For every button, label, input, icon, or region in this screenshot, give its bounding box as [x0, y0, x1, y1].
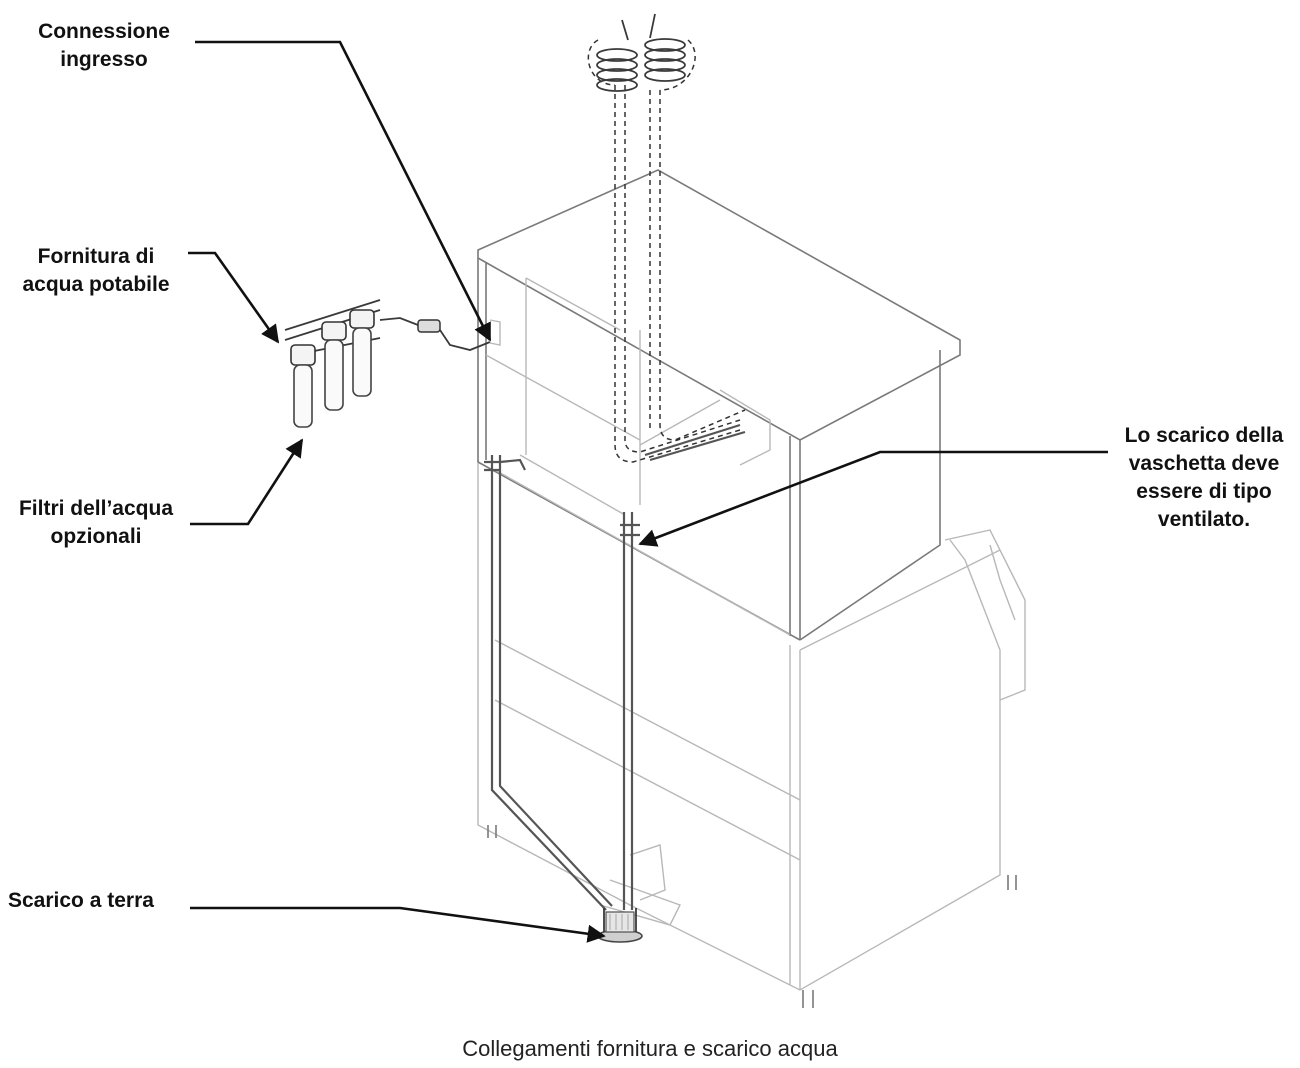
label-inlet-line-1: Connessione — [38, 20, 170, 43]
label-floor-drain-text: Scarico a terra — [8, 889, 154, 912]
label-vented-line-4: ventilato. — [1157, 508, 1251, 531]
label-potable-line-1: Fornitura di — [37, 245, 155, 268]
leader-lines — [188, 40, 1108, 943]
floor-drain — [597, 908, 643, 943]
label-potable-water-supply: Fornitura di acqua potabile — [0, 243, 192, 299]
label-vented-line-3: essere di tipo — [1136, 480, 1272, 503]
label-vented-drain: Lo scarico della vaschetta deve essere d… — [1110, 422, 1298, 534]
label-inlet-connection: Connessione ingresso — [14, 18, 194, 74]
storage-bin — [477, 460, 1026, 1008]
ice-machine-head — [477, 169, 961, 641]
label-filters-line-2: opzionali — [50, 525, 142, 548]
drain-lines — [484, 455, 640, 911]
label-filters-line-1: Filtri dell’acqua — [18, 497, 174, 520]
label-optional-filters: Filtri dell’acqua opzionali — [0, 495, 192, 551]
label-potable-line-2: acqua potabile — [22, 273, 170, 296]
label-vented-line-2: vaschetta deve — [1128, 452, 1280, 475]
figure-caption: Collegamenti fornitura e scarico acqua — [462, 1036, 838, 1061]
label-vented-line-1: Lo scarico della — [1124, 424, 1284, 447]
refrigerant-lines — [587, 13, 746, 463]
label-inlet-line-2: ingresso — [60, 48, 148, 71]
label-floor-drain: Scarico a terra — [8, 887, 154, 915]
water-filter-assembly — [284, 299, 491, 428]
